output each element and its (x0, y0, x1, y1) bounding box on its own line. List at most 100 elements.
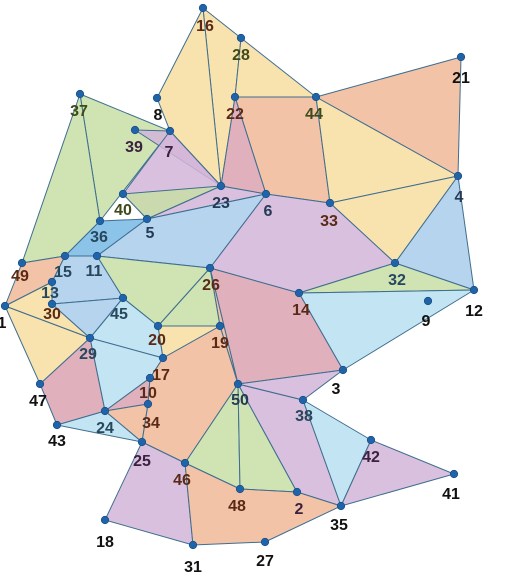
vertex-dot-6 (261, 189, 271, 199)
vertex-label-25: 25 (133, 453, 151, 470)
vertex-dot-12 (469, 285, 479, 295)
vertex-label-37: 37 (70, 103, 88, 120)
vertex-label-2: 2 (295, 501, 304, 518)
vertex-label-35: 35 (330, 517, 348, 534)
vertex-dot-29 (85, 333, 95, 343)
vertex-label-11: 11 (86, 263, 103, 280)
vertex-label-16: 16 (196, 18, 214, 35)
vertex-label-12: 12 (465, 303, 483, 320)
vertex-dot-19 (215, 321, 225, 331)
vertex-label-41: 41 (442, 486, 460, 503)
vertex-dot-16 (198, 3, 208, 13)
vertex-dot-33 (325, 198, 335, 208)
vertex-label-6: 6 (264, 203, 273, 220)
vertex-dot-34 (143, 399, 153, 409)
vertex-label-19: 19 (211, 335, 229, 352)
vertex-dot-38 (298, 395, 308, 405)
vertex-dot-27 (260, 537, 270, 547)
vertex-dot-4 (453, 171, 463, 181)
mesh-vertex-labels: 1234567891011121314151617181920212223242… (0, 18, 483, 576)
vertex-label-1: 1 (0, 315, 7, 332)
vertex-dot-21 (456, 52, 466, 62)
mesh-face-35-42-41 (340, 439, 455, 507)
vertex-dot-23 (216, 181, 226, 191)
mesh-vertices (0, 3, 479, 550)
vertex-label-36: 36 (90, 229, 108, 246)
vertex-dot-40 (118, 189, 128, 199)
vertex-dot-22 (230, 92, 240, 102)
vertex-dot-46 (180, 458, 190, 468)
vertex-label-3: 3 (332, 381, 341, 398)
vertex-label-30: 30 (43, 306, 61, 323)
vertex-label-42: 42 (362, 449, 380, 466)
vertex-label-29: 29 (79, 346, 97, 363)
vertex-label-17: 17 (152, 367, 170, 384)
vertex-label-39: 39 (125, 139, 143, 156)
vertex-label-10: 10 (139, 385, 157, 402)
vertex-dot-5 (142, 214, 152, 224)
vertex-dot-49 (17, 258, 27, 268)
vertex-label-27: 27 (256, 553, 274, 570)
vertex-label-13: 13 (41, 285, 59, 302)
vertex-dot-39 (130, 125, 140, 135)
mesh-faces (4, 7, 475, 546)
vertex-label-9: 9 (422, 313, 431, 330)
vertex-label-24: 24 (96, 420, 114, 437)
vertex-dot-26 (205, 263, 215, 273)
vertex-label-47: 47 (29, 393, 47, 410)
vertex-dot-15 (60, 251, 70, 261)
vertex-label-28: 28 (232, 47, 250, 64)
vertex-dot-11 (92, 251, 102, 261)
vertex-dot-41 (449, 469, 459, 479)
vertex-label-34: 34 (142, 415, 160, 432)
vertex-label-44: 44 (305, 106, 323, 123)
vertex-dot-30 (47, 299, 57, 309)
vertex-label-50: 50 (231, 392, 249, 409)
vertex-label-38: 38 (295, 408, 313, 425)
vertex-dot-36 (95, 216, 105, 226)
vertex-dot-14 (294, 288, 304, 298)
vertex-label-45: 45 (110, 306, 128, 323)
vertex-label-8: 8 (154, 107, 163, 124)
vertex-dot-24 (100, 406, 110, 416)
vertex-label-32: 32 (388, 272, 406, 289)
vertex-label-21: 21 (452, 70, 470, 87)
vertex-label-15: 15 (54, 264, 72, 281)
vertex-dot-9 (423, 296, 433, 306)
vertex-label-33: 33 (320, 213, 338, 230)
vertex-label-22: 22 (226, 106, 244, 123)
vertex-dot-32 (390, 258, 400, 268)
vertex-dot-42 (366, 435, 376, 445)
vertex-dot-37 (75, 89, 85, 99)
vertex-dot-28 (236, 33, 246, 43)
vertex-dot-8 (152, 93, 162, 103)
vertex-dot-48 (235, 484, 245, 494)
vertex-dot-50 (233, 379, 243, 389)
vertex-dot-20 (153, 321, 163, 331)
vertex-dot-35 (336, 501, 346, 511)
vertex-label-43: 43 (48, 433, 66, 450)
vertex-label-46: 46 (173, 472, 191, 489)
vertex-dot-2 (292, 487, 302, 497)
vertex-dot-45 (118, 293, 128, 303)
vertex-dot-44 (311, 92, 321, 102)
vertex-label-40: 40 (114, 202, 132, 219)
vertex-dot-1 (0, 301, 10, 311)
vertex-label-20: 20 (148, 332, 166, 349)
vertex-label-48: 48 (228, 498, 246, 515)
vertex-label-14: 14 (292, 302, 310, 319)
vertex-dot-18 (100, 515, 110, 525)
vertex-dot-3 (338, 365, 348, 375)
vertex-dot-43 (52, 420, 62, 430)
vertex-dot-10 (145, 373, 155, 383)
mesh-face-50-3-38 (237, 369, 344, 401)
vertex-label-5: 5 (146, 225, 155, 242)
vertex-label-18: 18 (96, 534, 114, 551)
vertex-dot-47 (35, 379, 45, 389)
vertex-label-31: 31 (184, 559, 202, 576)
vertex-dot-25 (137, 437, 147, 447)
vertex-label-23: 23 (212, 195, 230, 212)
vertex-label-4: 4 (455, 189, 464, 206)
vertex-label-49: 49 (11, 268, 29, 285)
